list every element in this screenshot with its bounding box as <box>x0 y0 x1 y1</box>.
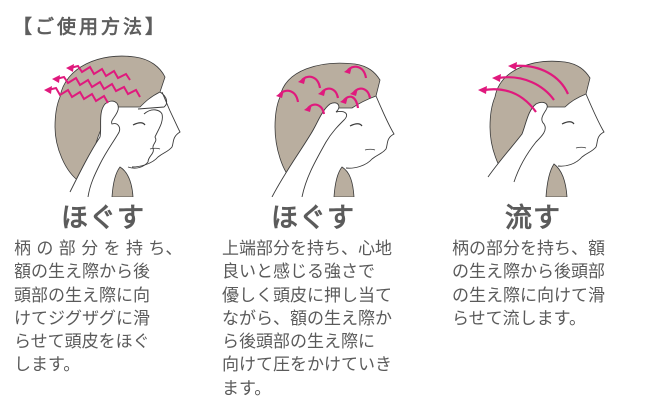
step-2-heading: ほぐす <box>271 203 355 234</box>
step-3-description: 柄の部分を持ち、額 の生え際から後頭部 の生え際に向けて滑 らせて流します。 <box>452 239 605 329</box>
step-1-description: 柄 の 部 分 を 持 ち、 額の生え際から後 頭部の生え際に向 けてジグザグに… <box>14 239 183 376</box>
head-sweep-illustration-icon <box>478 60 605 197</box>
step-1-heading: ほぐす <box>61 203 145 234</box>
step-2-description: 上端部分を持ち、心地 良いと感じる強さで 優しく頭皮に押し当て ながら、額の生え… <box>222 239 392 399</box>
step-3-heading: 流す <box>505 203 561 234</box>
head-circular-illustration-icon <box>271 62 395 197</box>
head-zigzag-illustration-icon <box>44 55 181 197</box>
page-title: 【ご使用方法】 <box>13 16 168 38</box>
